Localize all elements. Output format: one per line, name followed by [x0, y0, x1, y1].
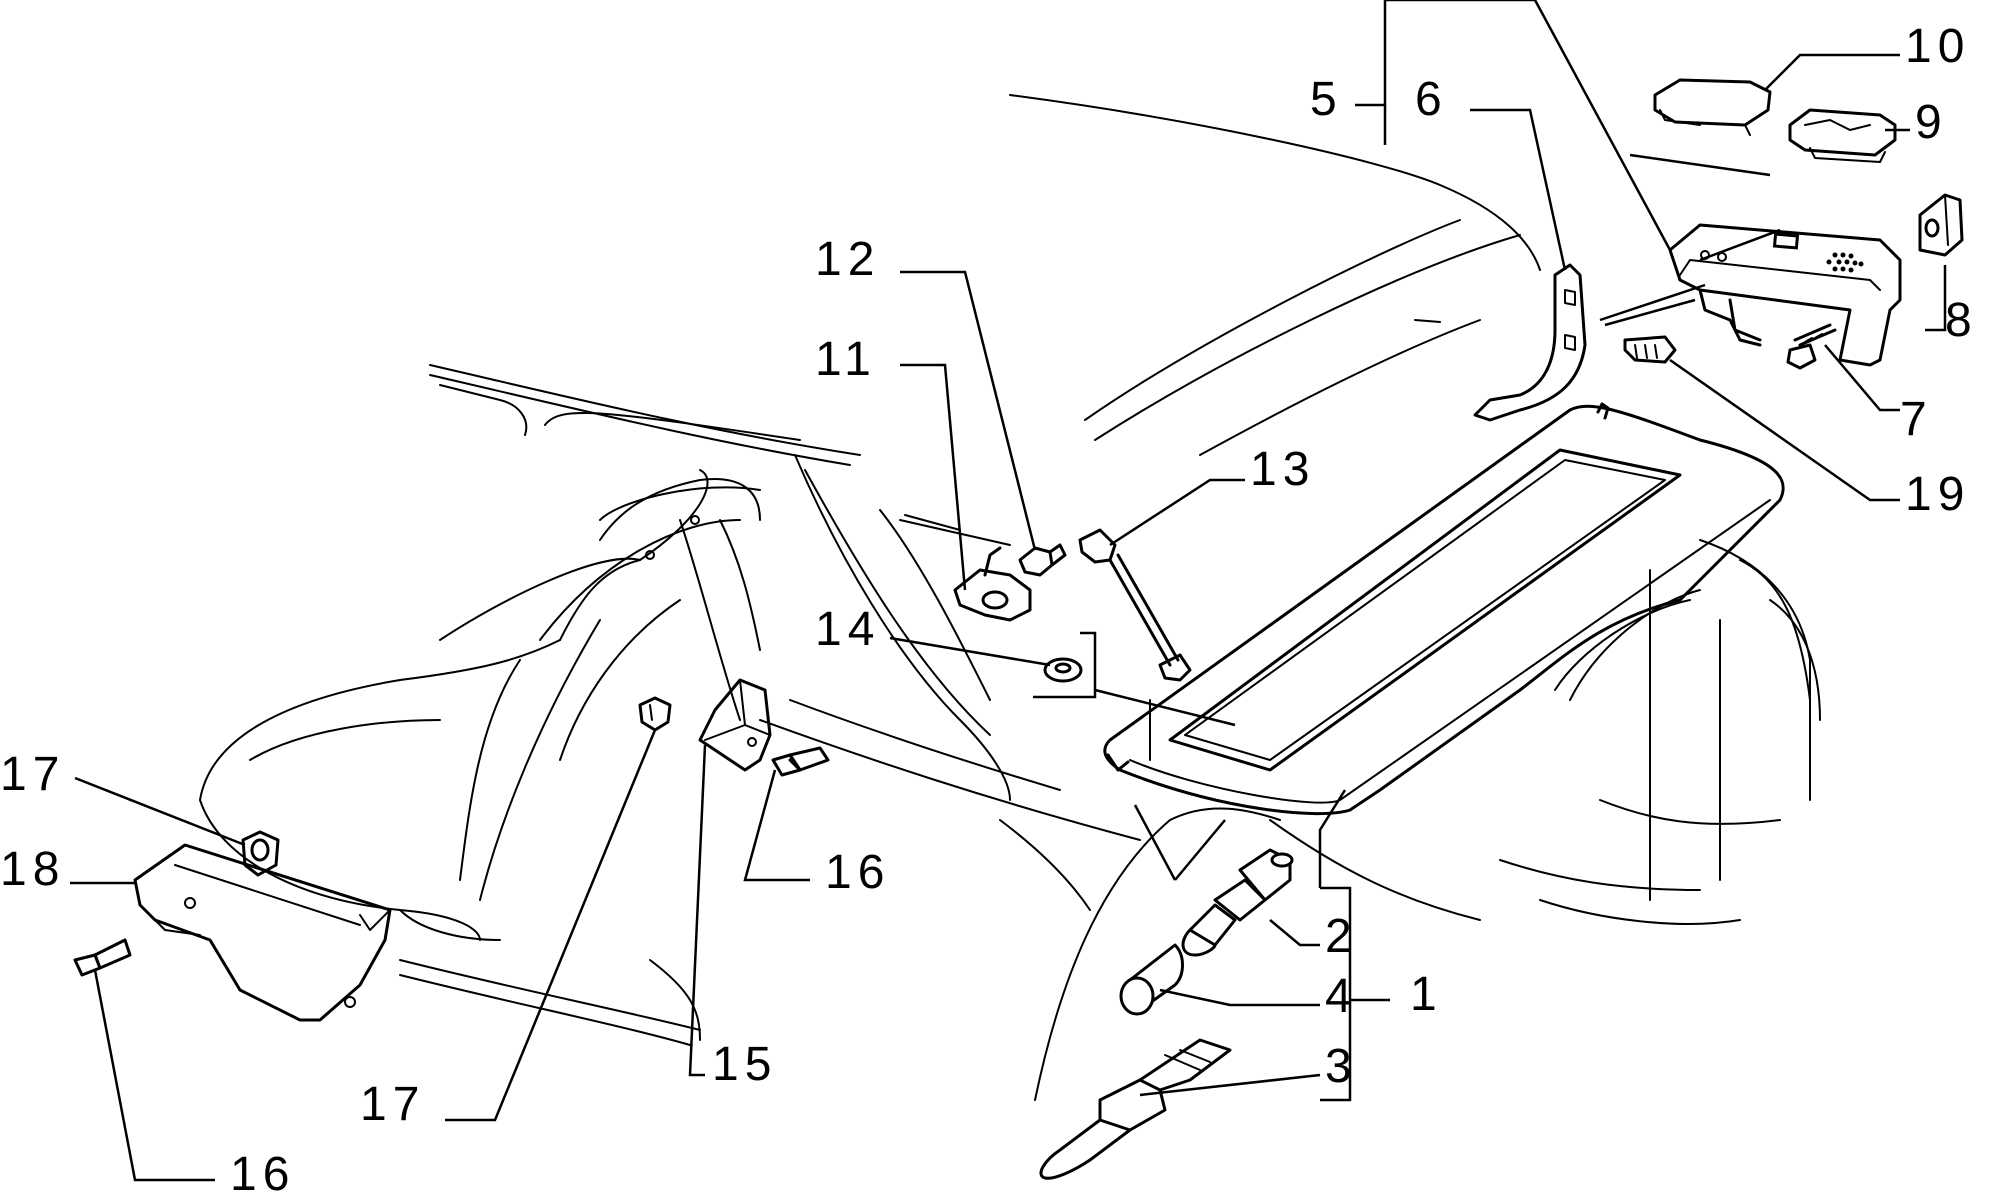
- leader-lines: [70, 0, 1947, 1182]
- parcel-shelf: [1103, 402, 1785, 816]
- callout-10: 10: [1905, 20, 1970, 73]
- callout-12: 12: [815, 233, 880, 286]
- shelf-bushing-4: [1119, 943, 1184, 1016]
- clip-17-lower: [241, 830, 280, 877]
- callout-3: 3: [1325, 1040, 1358, 1093]
- grommet-19: [1623, 335, 1677, 364]
- callout-8: 8: [1945, 294, 1978, 347]
- callout-labels: 1 2 3 4 5 6 7 8 9 10 11 12 13 14 15 16 1…: [0, 20, 1978, 1195]
- callout-4: 4: [1325, 970, 1358, 1023]
- side-bracket-6: [1473, 263, 1587, 422]
- side-trim-18: [133, 843, 392, 1022]
- bracket-15: [698, 678, 772, 772]
- callout-5: 5: [1310, 73, 1343, 126]
- callout-17-upper: 17: [360, 1078, 425, 1131]
- callout-16-lower: 16: [230, 1148, 295, 1195]
- clip-17-upper: [638, 696, 672, 732]
- car-body-outline: [399, 94, 1821, 1101]
- callout-15: 15: [712, 1038, 777, 1091]
- callout-9: 9: [1915, 96, 1948, 149]
- strap-13: [1078, 528, 1192, 682]
- callout-2: 2: [1325, 910, 1358, 963]
- callout-11: 11: [815, 333, 877, 386]
- hinge-11: [953, 546, 1032, 622]
- callout-18: 18: [0, 843, 65, 896]
- callout-14: 14: [815, 603, 880, 656]
- shelf-pin-2: [1181, 848, 1294, 957]
- rear-seat: [199, 469, 761, 941]
- callout-6: 6: [1415, 73, 1448, 126]
- callout-1: 1: [1410, 968, 1443, 1021]
- callout-16-upper: 16: [825, 846, 890, 899]
- shelf-pin-3: [1039, 1038, 1232, 1180]
- cover-9: [1788, 108, 1897, 163]
- callout-17-lower: 17: [0, 748, 65, 801]
- screw-16-upper: [771, 746, 830, 777]
- speaker-bracket-5: [1668, 223, 1902, 367]
- screw-7: [1786, 323, 1837, 370]
- callout-13: 13: [1250, 443, 1315, 496]
- callout-19: 19: [1905, 468, 1970, 521]
- speaker-grille: [1826, 252, 1864, 273]
- clip-12: [1018, 543, 1067, 577]
- cap-8: [1918, 193, 1964, 257]
- washer-14: [1043, 657, 1083, 683]
- cover-10: [1653, 78, 1772, 136]
- screw-16-lower: [73, 938, 132, 977]
- callout-7: 7: [1900, 393, 1933, 446]
